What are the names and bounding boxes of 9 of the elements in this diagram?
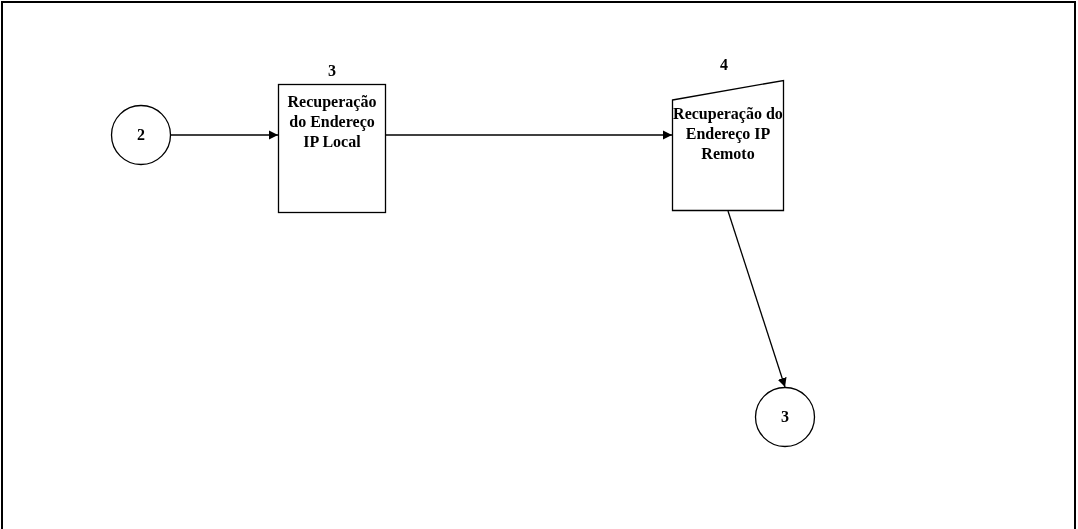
arrow — [170, 130, 279, 140]
step-number: 3 — [327, 62, 337, 80]
step-label: Recuperação do Endereço IP Remoto — [672, 104, 784, 164]
arrow — [727, 210, 787, 388]
arrow — [385, 130, 673, 140]
step-number: 4 — [719, 56, 729, 74]
step-label: Recuperação do Endereço IP Local — [286, 92, 378, 152]
connector-number: 2 — [136, 125, 146, 145]
connector-number: 3 — [780, 407, 790, 427]
